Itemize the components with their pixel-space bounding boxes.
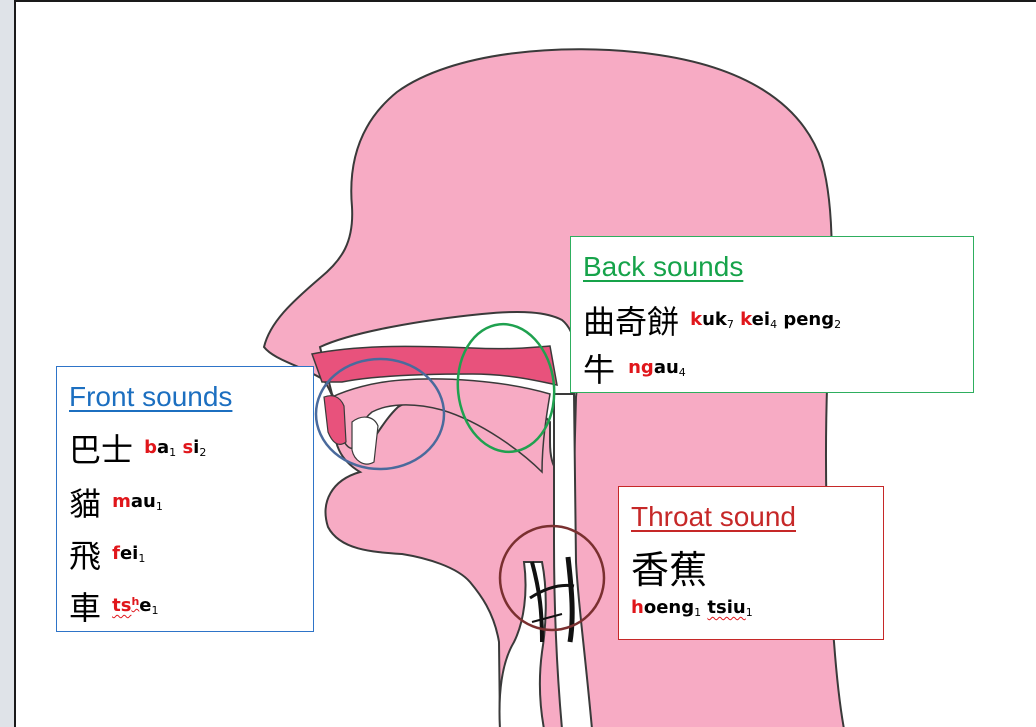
back-row-ngau: 牛 ngau4: [583, 345, 686, 391]
throat-roman: hoeng1 tsiu1: [631, 597, 753, 619]
lower-teeth: [352, 417, 378, 464]
front-sounds-title: Front sounds: [69, 381, 232, 413]
front-chars-3: 飛: [69, 537, 101, 575]
front-chars-2: 貓: [69, 485, 101, 523]
front-row-fei: 飛 fei1: [69, 531, 145, 577]
front-row-tshe: 車 tshe1: [69, 583, 159, 629]
front-teeth: [324, 396, 346, 445]
front-row-mau: 貓 mau1: [69, 479, 163, 525]
front-chars-4: 車: [69, 589, 101, 627]
back-sounds-title: Back sounds: [583, 251, 743, 283]
diagram-slide: Front sounds 巴士 ba1 si2 貓 mau1 飛 fei1 車 …: [14, 0, 1036, 727]
front-chars-1: 巴士: [69, 431, 133, 469]
back-sounds-box: Back sounds 曲奇餅 kuk7 kei4 peng2 牛 ngau4: [570, 236, 974, 393]
front-sounds-box: Front sounds 巴士 ba1 si2 貓 mau1 飛 fei1 車 …: [56, 366, 314, 632]
back-chars-1: 曲奇餅: [583, 303, 679, 341]
throat-chars: 香蕉: [631, 539, 707, 594]
front-row-bashi: 巴士 ba1 si2: [69, 425, 206, 471]
throat-sound-box: Throat sound 香蕉 hoeng1 tsiu1: [618, 486, 884, 640]
back-row-kuk: 曲奇餅 kuk7 kei4 peng2: [583, 297, 841, 343]
back-chars-2: 牛: [583, 351, 615, 389]
throat-sound-title: Throat sound: [631, 501, 796, 533]
